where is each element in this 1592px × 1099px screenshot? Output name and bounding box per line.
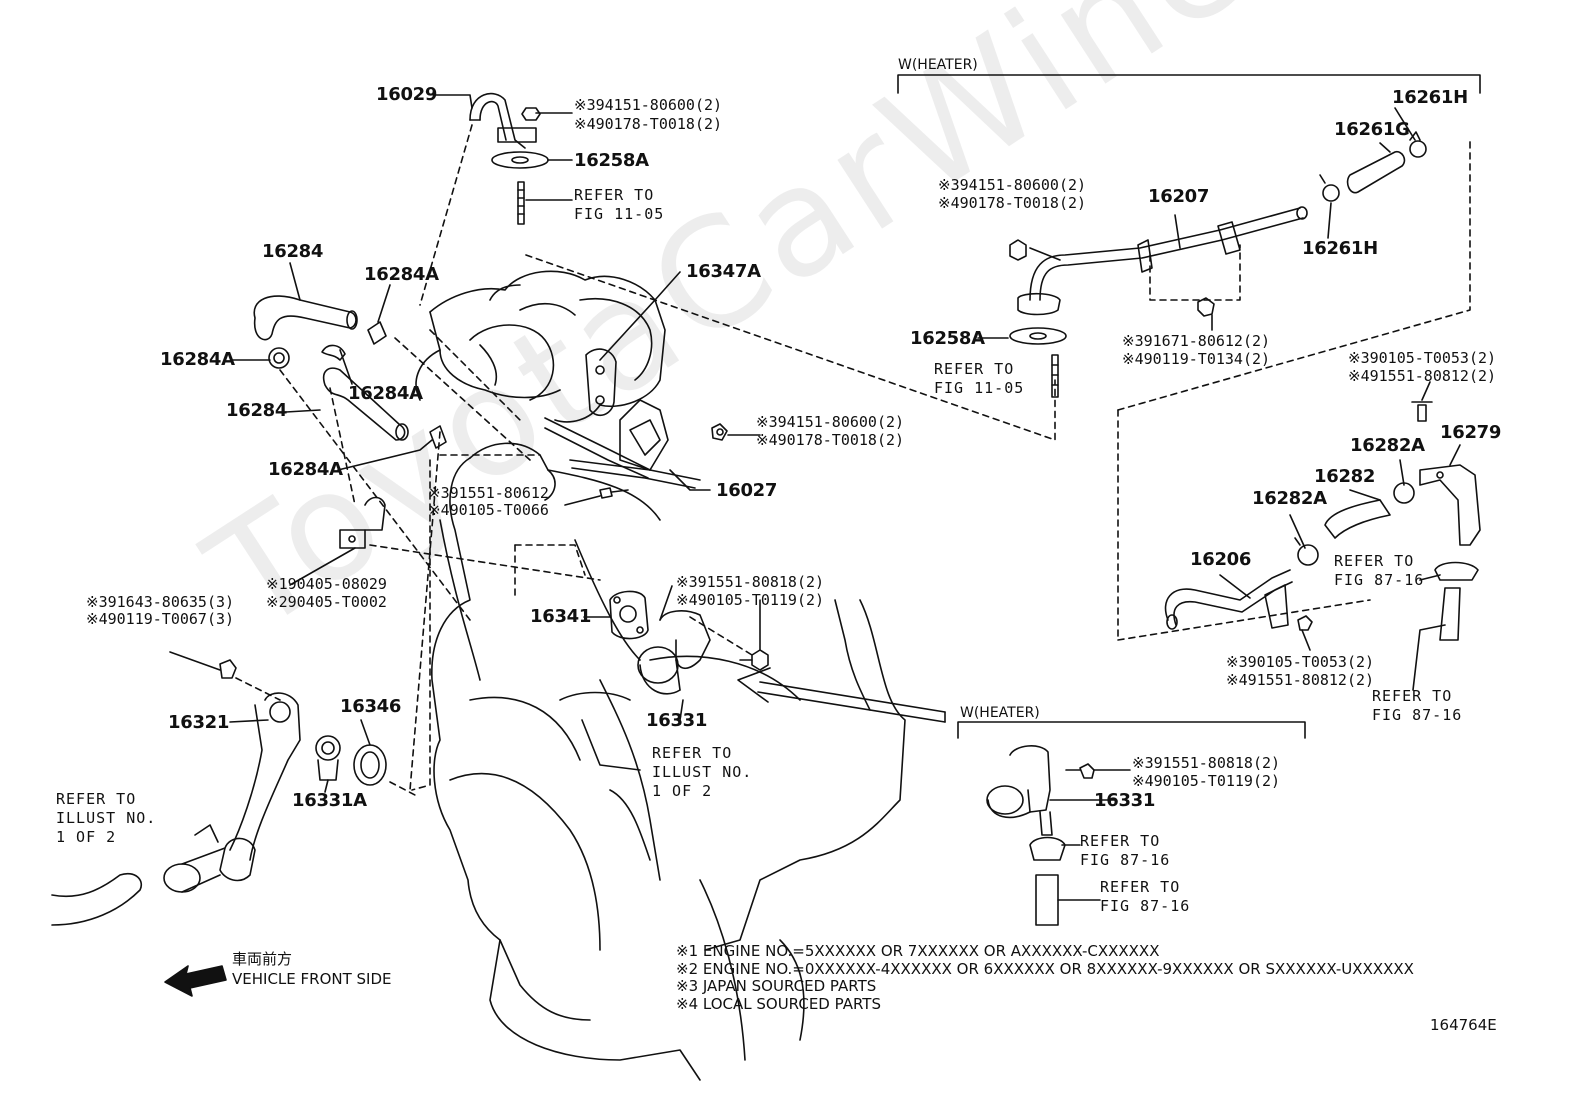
note-bolt-outlet-a: ※391551-80818(2) [676,573,825,591]
label-16331A: 16331A [292,790,367,811]
label-16261G: 16261G [1334,119,1410,140]
dashed-leaders [235,124,1471,796]
label-16321: 16321 [168,712,230,733]
ref-illust-mid: REFER TO ILLUST NO. 1 OF 2 [652,744,753,800]
label-16261H-mid: 16261H [1302,238,1378,259]
part-16346-gasket [353,744,387,786]
note-nut-mid-a: ※394151-80600(2) [756,413,905,431]
note-nut-mid-b: ※490178-T0018(2) [756,431,905,449]
ref-fig-87-16-d: REFER TO FIG 87-16 [1100,878,1191,915]
label-16258A-right: 16258A [910,328,985,349]
label-16284A-top: 16284A [364,264,439,285]
arrow-to-outlet [737,667,946,723]
legend-4: ※4 LOCAL SOURCED PARTS [676,995,881,1013]
label-16258A-top: 16258A [574,150,649,171]
part-16261-hose [1319,131,1427,202]
label-16284-top: 16284 [262,241,324,262]
label-16261H-top: 16261H [1392,87,1468,108]
note-bolt-a: ※391551-80612 [428,484,549,502]
note-bolt-pipe-a: ※390105-T0053(2) [1226,653,1375,671]
note-nut-top-b: ※490178-T0018(2) [574,115,723,133]
legend-1: ※1 ENGINE NO.=5XXXXXX OR 7XXXXXX OR AXXX… [676,942,1160,960]
legend-3: ※3 JAPAN SOURCED PARTS [676,977,877,995]
ref-fig-87-16-c: REFER TO FIG 87-16 [1080,832,1171,869]
hose-left-ref [51,872,142,926]
part-16279-bracket [1411,401,1481,546]
ref-fig-11-05-top: REFER TO FIG 11-05 [574,186,665,223]
part-16206-pipe [1164,569,1313,631]
note-bolt-heater-outlet-a: ※391551-80818(2) [1132,754,1281,772]
hose-right-ref [1434,561,1479,641]
figure-id: 164764E [1430,1016,1497,1034]
ref-fig-87-16-b: REFER TO FIG 87-16 [1372,687,1463,724]
note-bolt-heater-b: ※490119-T0134(2) [1122,350,1271,368]
water-pump-housing [415,270,666,423]
part-16341-gasket [609,590,649,640]
note-bolt-heater-a: ※391671-80612(2) [1122,332,1271,350]
part-16027 [544,399,728,499]
label-16341: 16341 [530,606,592,627]
vehicle-front-arrow [164,965,227,997]
label-16284A-mid: 16284A [348,383,423,404]
front-label-jp: 車両前方 [232,950,293,968]
label-16282: 16282 [1314,466,1376,487]
note-bolt-left-b: ※490119-T0067(3) [86,610,235,628]
label-16346: 16346 [340,696,402,717]
note-nut-heater-a: ※394151-80600(2) [938,176,1087,194]
label-16282A-top: 16282A [1350,435,1425,456]
part-16331A-thermostat [315,735,341,781]
front-label-en: VEHICLE FRONT SIDE [232,970,392,988]
note-clamp-a: ※190405-08029 [266,575,387,593]
label-16331-heater: 16331 [1094,790,1156,811]
ref-fig-87-16-a: REFER TO FIG 87-16 [1334,552,1425,589]
part-16321 [163,659,301,893]
part-16284-hoses [253,295,447,549]
note-bolt-bracket-b: ※491551-80812(2) [1348,367,1497,385]
engine-block [431,442,906,1081]
part-16282-hose [1294,482,1415,566]
label-16284A-low: 16284A [268,459,343,480]
part-16207 [1009,206,1308,398]
label-16206: 16206 [1190,549,1252,570]
heater-brackets [897,74,1481,739]
note-bolt-outlet-b: ※490105-T0119(2) [676,591,825,609]
label-16284A-left: 16284A [160,349,235,370]
label-16347A: 16347A [686,261,761,282]
label-16207: 16207 [1148,186,1210,207]
note-nut-top-a: ※394151-80600(2) [574,96,723,114]
heater-header-top: W(HEATER) [898,57,978,73]
note-bolt-left-a: ※391643-80635(3) [86,593,235,611]
note-bolt-b: ※490105-T0066 [428,501,549,519]
leader-lines [169,94,1461,901]
label-16279: 16279 [1440,422,1502,443]
note-clamp-b: ※290405-T0002 [266,593,387,611]
label-16029: 16029 [376,84,438,105]
note-nut-heater-b: ※490178-T0018(2) [938,194,1087,212]
ref-fig-11-05-right: REFER TO FIG 11-05 [934,360,1025,397]
note-bolt-pipe-b: ※491551-80812(2) [1226,671,1375,689]
ref-illust-left: REFER TO ILLUST NO. 1 OF 2 [56,790,157,846]
part-16331-heater [986,745,1095,926]
label-16027: 16027 [716,480,778,501]
legend-2: ※2 ENGINE NO.=0XXXXXX-4XXXXXX OR 6XXXXXX… [676,960,1414,978]
label-16331-main: 16331 [646,710,708,731]
heater-header-bottom: W(HEATER) [960,705,1040,721]
note-bolt-heater-outlet-b: ※490105-T0119(2) [1132,772,1281,790]
note-bolt-bracket-a: ※390105-T0053(2) [1348,349,1497,367]
label-16284-mid: 16284 [226,400,288,421]
label-16282A-mid: 16282A [1252,488,1327,509]
